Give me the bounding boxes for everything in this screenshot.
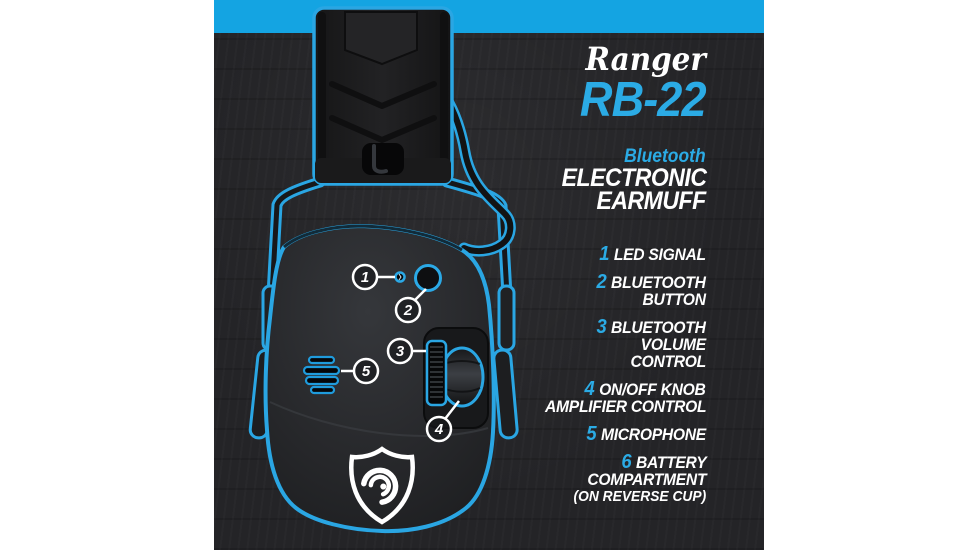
cup-seam [269,401,489,437]
callout-1-number: 1 [361,269,369,286]
volume-knob-assembly [423,327,489,429]
product-type-line1: ELECTRONIC [561,164,706,192]
microphone-grille [302,355,341,395]
bluetooth-button [414,264,442,292]
earmuff-product-illustration: 1 2 3 4 [248,6,519,534]
callout-1-led: 1 [351,263,395,291]
ear-cup [263,223,496,534]
top-accent-bar [214,0,764,33]
model-number: RB-22 [580,73,707,127]
shield-logo-icon [349,446,415,525]
led-indicator [394,271,406,283]
content-panel: 1 2 3 4 [214,0,764,550]
callout-5-microphone: 5 [341,357,380,385]
info-column: Ranger RB-22 Bluetooth ELECTRONIC EARMUF… [466,0,707,516]
headband-strap [312,6,454,186]
product-type-line2: EARMUFF [596,187,707,215]
callout-4-number: 4 [434,421,444,438]
callout-5-number: 5 [362,363,371,380]
strap-buckle [372,144,388,174]
callout-4-knob: 4 [425,400,460,443]
callout-3-number: 3 [396,343,405,360]
callout-2-bluetooth-button: 2 [394,288,427,324]
callout-3-volume: 3 [386,337,426,365]
brand-name: Ranger [585,40,706,78]
bluetooth-tag: Bluetooth [624,146,706,167]
callout-2-number: 2 [403,302,413,319]
volume-wheel [425,339,448,407]
